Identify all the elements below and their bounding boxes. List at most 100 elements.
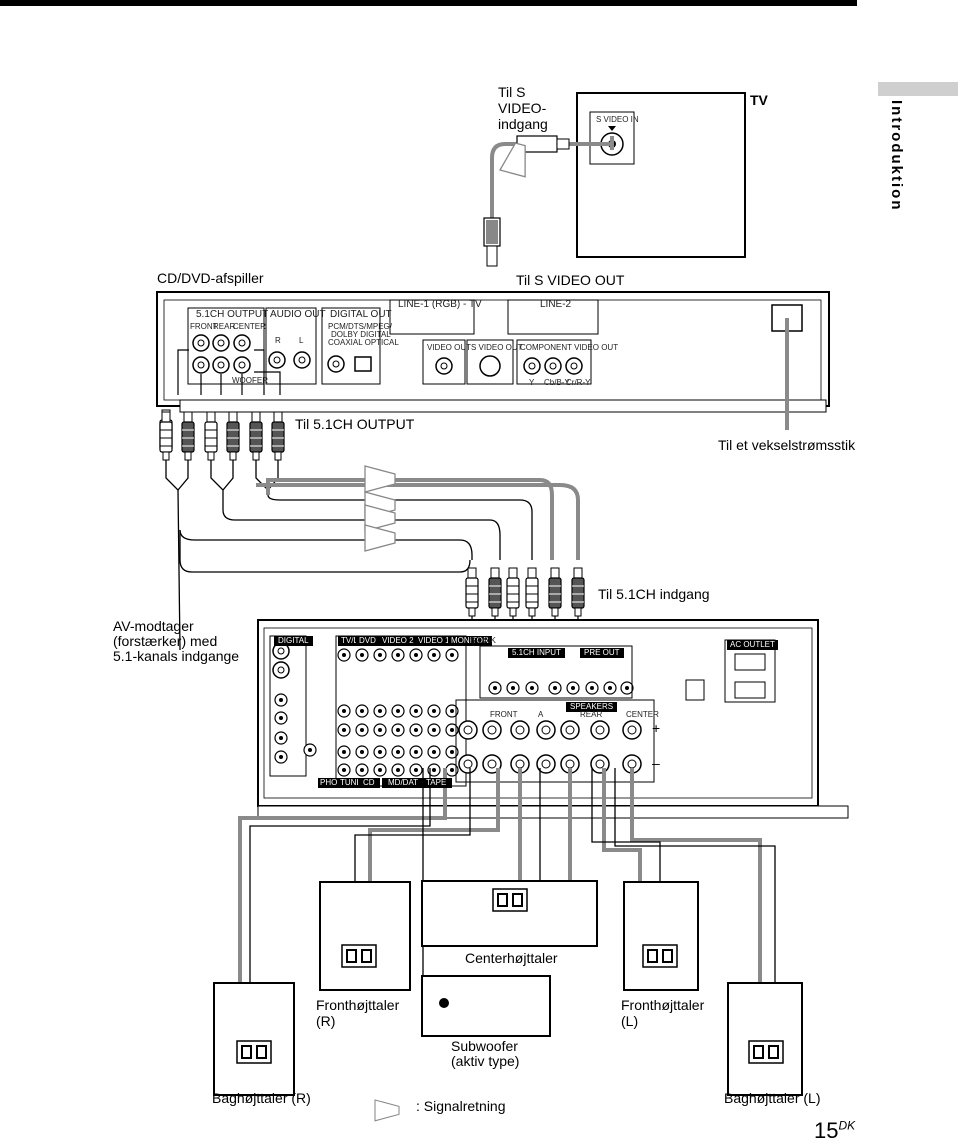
rx-audio-jack — [391, 745, 405, 759]
rx-audio-jack — [427, 723, 441, 737]
rx-speakers: SPEAKERS — [566, 702, 618, 712]
top-rule — [0, 0, 857, 6]
rx-audio-jack — [427, 745, 441, 759]
rx-center: CENTER — [626, 710, 659, 719]
rx-audio-jack — [373, 745, 387, 759]
rx-tuner: TUNER — [338, 778, 370, 788]
receiver-label-a: AV-modtager — [113, 618, 194, 634]
front-left-speaker — [623, 881, 699, 991]
player-rear: REAR — [213, 322, 236, 331]
player-51ch-output: 5.1CH OUTPUT — [196, 309, 269, 320]
rx-pre-out-jack — [585, 681, 599, 695]
rx-audio-jack — [355, 745, 369, 759]
player-digital-out: DIGITAL OUT — [330, 309, 392, 320]
rx-speaker-terminal — [622, 720, 642, 740]
rx-video2: VIDEO 2 — [378, 636, 418, 646]
player-line1: LINE-1 (RGB) - TV — [398, 299, 482, 310]
rx-front: FRONT — [490, 710, 518, 719]
svideo-input-label-c: indgang — [498, 116, 548, 132]
rx-pre-out-jack — [566, 681, 580, 695]
tv-svideo-in-label: S VIDEO IN — [596, 115, 639, 124]
rx-audio-jack — [337, 723, 351, 737]
rx-pre-out-jack — [603, 681, 617, 695]
rx-video-jack — [391, 648, 405, 662]
player-audio-out: AUDIO OUT — [270, 309, 326, 320]
rx-video-jack — [373, 648, 387, 662]
rx-51ch-input-jack — [548, 681, 562, 695]
rx-audio-jack — [373, 704, 387, 718]
section-tab-bar — [878, 82, 958, 96]
rx-51ch-input: 5.1CH INPUT — [508, 648, 565, 658]
player-svideo-out: S VIDEO OUT — [471, 343, 523, 352]
player-formats: PCM/DTS/MPEG/ — [328, 322, 393, 331]
to-51ch-input-label: Til 5.1CH indgang — [598, 586, 710, 602]
center-speaker-label: Centerhøjttaler — [465, 950, 558, 966]
rx-speaker-terminal — [560, 720, 580, 740]
subwoofer-label-a: Subwoofer — [451, 1038, 518, 1054]
rx-audio-jack — [373, 723, 387, 737]
player-center: CENTER — [233, 322, 266, 331]
front-right-label-b: (R) — [316, 1013, 336, 1029]
rear-right-label: Baghøjttaler (R) — [212, 1090, 311, 1106]
player-cb: Cb/B-Y — [544, 378, 570, 387]
front-left-label-b: (L) — [621, 1013, 639, 1029]
rx-audio-jack — [409, 745, 423, 759]
rx-minus: – — [652, 755, 660, 771]
rx-51ch-input-jack — [506, 681, 520, 695]
rx-audio-jack — [391, 763, 405, 777]
section-tab: Introduktion — [888, 100, 905, 212]
rx-slink: S-LINK — [470, 636, 496, 645]
rx-tape: TAPE — [420, 778, 453, 788]
rx-audio-jack — [337, 763, 351, 777]
rx-video-jack — [427, 648, 441, 662]
rear-right-speaker — [213, 982, 295, 1096]
rx-video-jack — [409, 648, 423, 662]
rx-speaker-terminal — [482, 720, 502, 740]
rx-pre-out: PRE OUT — [580, 648, 624, 658]
player-woofer: WOOFER — [232, 376, 268, 385]
rx-digital: DIGITAL — [274, 636, 313, 646]
rx-cd: CD — [358, 778, 380, 788]
player-coax-opt: COAXIAL OPTICAL — [328, 338, 399, 347]
player-video-out: VIDEO OUT — [427, 343, 472, 352]
rear-left-label: Baghøjttaler (L) — [724, 1090, 821, 1106]
front-right-label-a: Fronthøjttaler — [316, 997, 400, 1013]
rx-audio-jack — [337, 704, 351, 718]
rear-left-speaker — [727, 982, 803, 1096]
rx-speaker-terminal — [590, 720, 610, 740]
player-front: FRONT — [190, 322, 218, 331]
rx-speaker-terminal — [458, 754, 478, 774]
rx-speaker-terminal — [510, 720, 530, 740]
rx-audio-jack — [409, 763, 423, 777]
rx-dvd: DVD — [356, 636, 379, 646]
tv-label: TV — [750, 92, 768, 108]
rx-rear: REAR — [580, 710, 603, 719]
signal-direction-label: : Signalretning — [416, 1098, 506, 1114]
rx-audio-jack — [355, 723, 369, 737]
rx-video-jack — [337, 648, 351, 662]
to-svideo-out-label: Til S VIDEO OUT — [516, 272, 625, 288]
rx-audio-jack — [427, 704, 441, 718]
subwoofer-label-b: (aktiv type) — [451, 1053, 520, 1069]
player-r: R — [275, 336, 281, 345]
rx-video-jack — [445, 648, 459, 662]
rx-audio-jack — [409, 704, 423, 718]
rx-audio-jack — [391, 723, 405, 737]
rx-51ch-input-jack — [488, 681, 502, 695]
rx-audio-jack — [373, 763, 387, 777]
rx-audio-jack — [337, 745, 351, 759]
page-number: 15DK — [814, 1118, 856, 1143]
player-dolby: DOLBY DIGITAL — [331, 330, 391, 339]
rx-video-jack — [355, 648, 369, 662]
svideo-input-label-b: VIDEO- — [498, 100, 547, 116]
rx-mddat: MD/DAT — [382, 778, 425, 788]
rx-plus: + — [652, 720, 661, 736]
player-label: CD/DVD-afspiller — [157, 270, 264, 286]
rx-audio-jack — [355, 704, 369, 718]
rx-audio-jack — [391, 704, 405, 718]
rx-video1: VIDEO 1 — [414, 636, 454, 646]
player-component: COMPONENT VIDEO OUT — [520, 343, 619, 352]
rx-phono: PHONO — [318, 778, 352, 788]
rx-audio-jack — [355, 763, 369, 777]
to-51ch-output-label: Til 5.1CH OUTPUT — [295, 416, 415, 432]
